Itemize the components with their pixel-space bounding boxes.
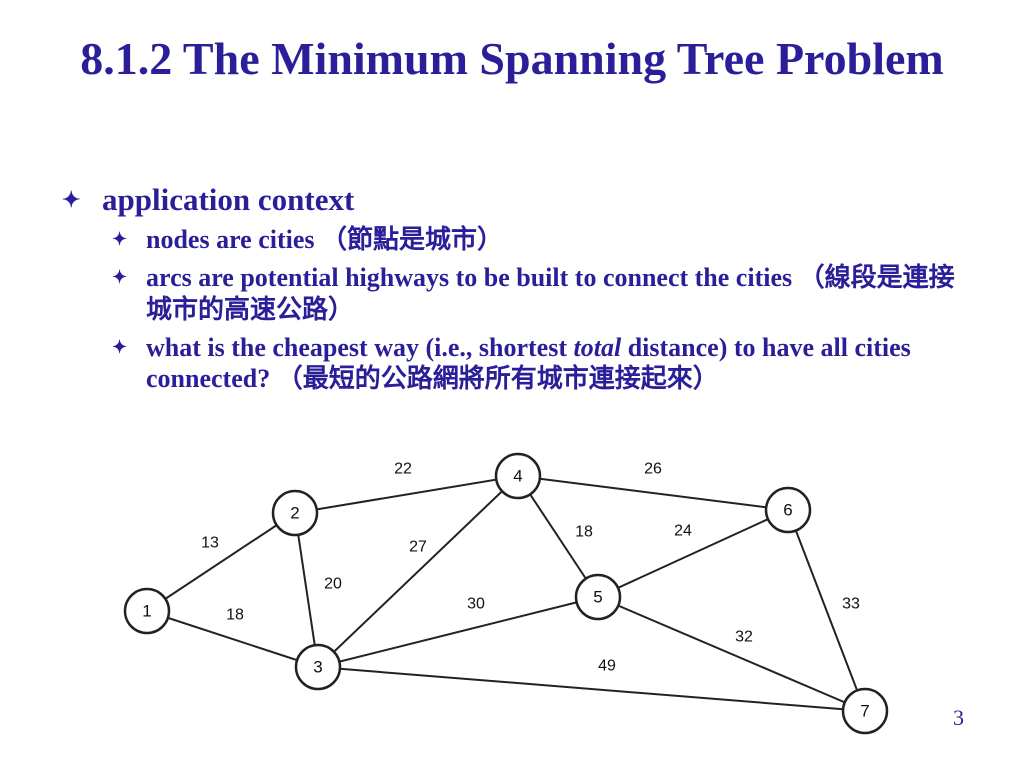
edge-3-4 xyxy=(317,475,519,668)
node-circle xyxy=(494,452,542,500)
edge-weight-label: 18 xyxy=(575,524,593,541)
node-label: 1 xyxy=(142,602,151,621)
node-circle xyxy=(764,486,812,534)
sub-bullet-text-after: distance) to have all cities connected? xyxy=(146,333,911,393)
node-circle xyxy=(294,643,342,691)
edge-4-6 xyxy=(517,475,789,511)
bullet-text: application context xyxy=(102,182,355,217)
sub-bullet-emphasis: total xyxy=(573,333,622,362)
bullet-list: ✦ application context ✦ nodes are cities… xyxy=(62,180,962,401)
edge-1-2 xyxy=(146,512,296,612)
edge-weight-label: 24 xyxy=(674,523,692,540)
node-label: 5 xyxy=(593,588,602,607)
edge-weight-label: 13 xyxy=(201,535,219,552)
edge-5-7 xyxy=(597,596,866,712)
edge-3-5 xyxy=(317,596,599,668)
city-node-5: 5 xyxy=(574,573,622,621)
node-circle xyxy=(271,489,319,537)
city-node-7: 7 xyxy=(841,687,889,735)
edge-weight-label: 33 xyxy=(842,596,860,613)
sub-bullet-text: what is the cheapest way (i.e., shortest xyxy=(146,333,574,362)
sub-bullet-cjk: （線段是連接城市的高速公路） xyxy=(146,263,955,325)
node-label: 7 xyxy=(860,702,869,721)
diamond-bullet-icon: ✦ xyxy=(112,337,128,357)
city-node-3: 3 xyxy=(294,643,342,691)
node-label: 6 xyxy=(783,501,792,520)
sub-bullet-question: ✦ what is the cheapest way (i.e., shorte… xyxy=(62,332,962,395)
sub-bullet-nodes: ✦ nodes are cities （節點是城市） xyxy=(62,224,962,256)
edge-3-7 xyxy=(317,666,866,712)
sub-bullet-text: nodes are cities xyxy=(146,225,315,254)
node-label: 3 xyxy=(313,658,322,677)
slide-title: 8.1.2 The Minimum Spanning Tree Problem xyxy=(80,33,944,84)
diamond-bullet-icon: ✦ xyxy=(112,267,128,287)
edge-6-7 xyxy=(787,509,866,712)
diamond-bullet-icon: ✦ xyxy=(112,229,128,249)
edge-5-6 xyxy=(597,509,789,598)
city-node-1: 1 xyxy=(123,587,171,635)
edge-weight-label: 26 xyxy=(644,461,662,478)
city-node-2: 2 xyxy=(271,489,319,537)
edge-2-3 xyxy=(294,512,319,668)
edge-weight-label: 49 xyxy=(598,658,616,675)
edge-weight-label: 20 xyxy=(324,576,342,593)
bullet-application-context: ✦ application context xyxy=(62,180,962,220)
node-label: 2 xyxy=(290,504,299,523)
edge-4-5 xyxy=(517,475,599,598)
sub-bullet-cjk: （節點是城市） xyxy=(321,225,504,255)
diamond-bullet-icon: ✦ xyxy=(62,187,81,212)
city-node-6: 6 xyxy=(764,486,812,534)
node-circle xyxy=(574,573,622,621)
node-label: 4 xyxy=(513,467,522,486)
edge-weight-label: 32 xyxy=(735,629,753,646)
page-number: 3 xyxy=(953,705,964,730)
edge-weight-label: 18 xyxy=(226,607,244,624)
node-circle xyxy=(123,587,171,635)
sub-bullet-text: arcs are potential highways to be built … xyxy=(146,263,793,292)
edge-2-4 xyxy=(294,475,519,514)
node-circle xyxy=(841,687,889,735)
edge-weight-label: 22 xyxy=(394,461,412,478)
city-node-4: 4 xyxy=(494,452,542,500)
edge-weight-label: 30 xyxy=(467,596,485,613)
sub-bullet-arcs: ✦ arcs are potential highways to be buil… xyxy=(62,262,962,326)
edge-weight-label: 27 xyxy=(409,539,427,556)
sub-bullet-cjk: （最短的公路網將所有城市連接起來） xyxy=(276,364,719,394)
edge-1-3 xyxy=(146,610,319,668)
